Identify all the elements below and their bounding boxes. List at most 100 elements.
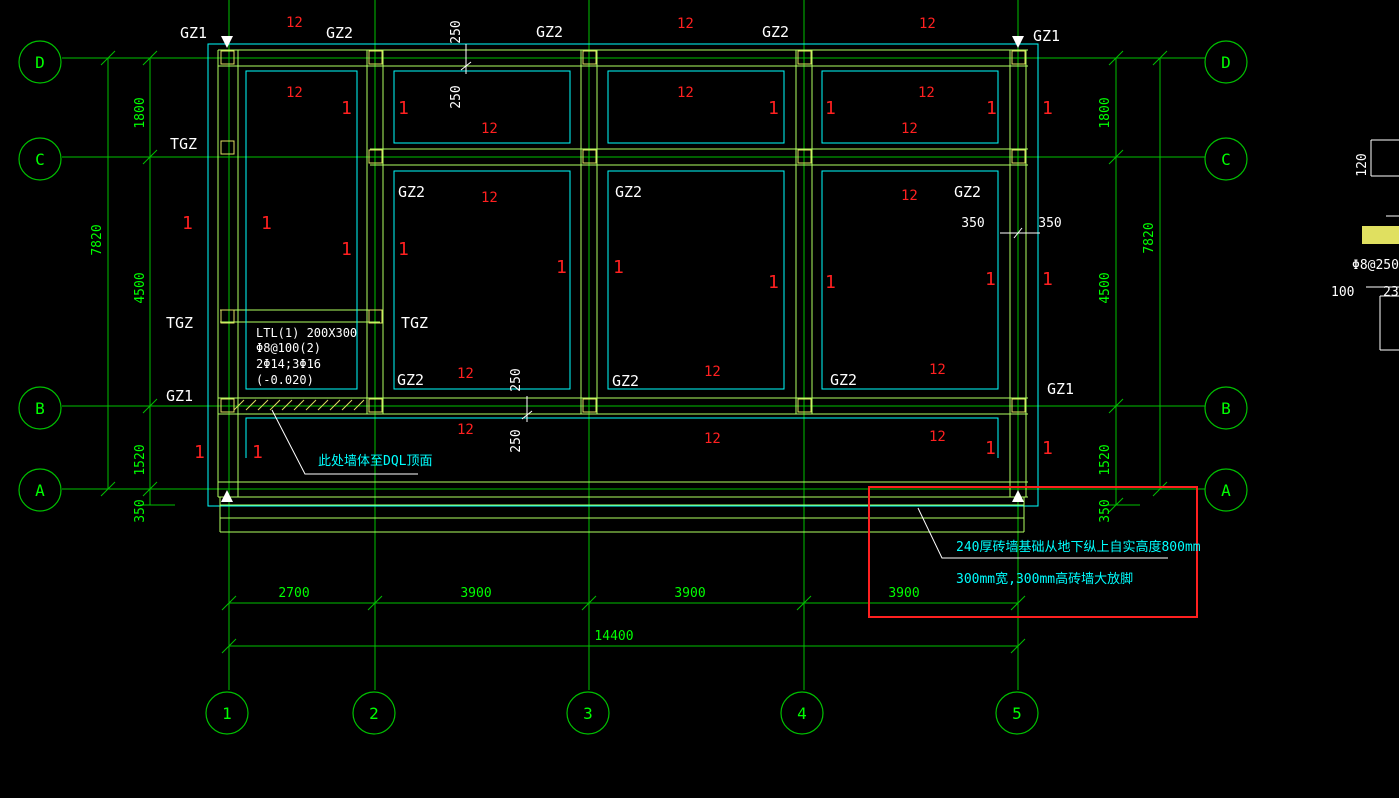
bay-dimension: 3900 (460, 586, 491, 601)
span-dimension: 1800 (1098, 97, 1113, 128)
column-label: GZ2 (536, 23, 563, 41)
axis-label-a: A (1221, 481, 1231, 500)
beam-type-label: 12 (929, 429, 946, 445)
column-label: TGZ (170, 135, 197, 153)
beam-type-label: 12 (919, 16, 936, 32)
section-detail (1366, 139, 1399, 351)
column-markers (220, 50, 1026, 413)
axis-label-b: B (35, 399, 45, 418)
wall-type-label: 1 (182, 213, 193, 234)
wall-type-label: 1 (398, 98, 409, 119)
wall-type-label: 1 (985, 438, 996, 459)
wall-type-label: 1 (1042, 98, 1053, 119)
beam-type-label: 12 (901, 188, 918, 204)
wall-type-label: 1 (768, 98, 779, 119)
ltl-note-line: (-0.020) (256, 373, 314, 387)
axis-label-a: A (35, 481, 45, 500)
axis-label-c: C (1221, 150, 1231, 169)
span-dimension: 1800 (133, 97, 148, 128)
room-openings (245, 70, 999, 458)
axis-label-4: 4 (797, 704, 807, 723)
wall-thickness-dimension: 350 (1038, 216, 1061, 231)
overall-dimension: 7820 (90, 224, 105, 255)
wall-type-labels: 1 1 1 1 1 1 1 1 1 1 1 1 1 1 1 1 1 1 1 1 (182, 98, 1053, 463)
ltl-note: LTL(1) 200X300 Φ8@100(2) 2Φ14;3Φ16 (-0.0… (256, 326, 357, 387)
wall-thickness-dimension: 250 (449, 20, 464, 43)
axis-label-d: D (1221, 53, 1231, 72)
column-label: GZ1 (166, 387, 193, 405)
section-dimension: 120 (1355, 153, 1370, 176)
column-label: TGZ (401, 314, 428, 332)
column-label: GZ2 (398, 183, 425, 201)
wall-type-label: 1 (613, 257, 624, 278)
span-dimension: 4500 (1098, 272, 1113, 303)
annotation-notes: 此处墙体至DQL顶面 240厚砖墙基础从地下纵上自实高度800mm 300mm宽… (318, 454, 1201, 587)
beam-type-label: 12 (457, 366, 474, 382)
beam-type-label: 12 (704, 364, 721, 380)
ltl-note-line: 2Φ14;3Φ16 (256, 357, 321, 371)
column-label: GZ2 (612, 372, 639, 390)
beam-type-label: 12 (457, 422, 474, 438)
axis-label-1: 1 (222, 704, 232, 723)
outer-walls (207, 43, 1039, 507)
axis-label-c: C (35, 150, 45, 169)
bay-dimension: 3900 (674, 586, 705, 601)
column-label: GZ2 (615, 183, 642, 201)
beam-type-label: 12 (677, 85, 694, 101)
beam-type-label: 12 (918, 85, 935, 101)
wall-type-label: 1 (1042, 438, 1053, 459)
wall-type-label: 1 (261, 213, 272, 234)
beam-type-labels: 12 12 12 12 12 12 12 12 12 12 12 12 12 1… (286, 15, 946, 447)
wall-type-label: 1 (825, 98, 836, 119)
wall-type-label: 1 (986, 98, 997, 119)
beam-type-label: 12 (481, 121, 498, 137)
column-label: GZ1 (180, 24, 207, 42)
total-dimension: 14400 (594, 629, 633, 644)
corner-arrows (221, 36, 1024, 502)
beam-bands (217, 49, 1028, 498)
arrow-marker-icon (221, 36, 233, 48)
beam-type-label: 12 (286, 85, 303, 101)
column-labels: GZ1 GZ2 GZ2 GZ2 GZ1 TGZ GZ2 GZ2 GZ2 TGZ … (166, 23, 1074, 405)
column-label: GZ2 (762, 23, 789, 41)
section-detail-text: Φ8@250 100 230 (1331, 258, 1399, 300)
leader-lines (271, 409, 1168, 559)
ltl-note-line: Φ8@100(2) (256, 341, 321, 355)
wall-type-label: 1 (341, 98, 352, 119)
column-label: GZ2 (397, 371, 424, 389)
wall-type-label: 1 (985, 269, 996, 290)
callout-box (868, 486, 1198, 618)
arrow-marker-icon (1012, 36, 1024, 48)
detail-dim-lines (460, 44, 1040, 422)
ltl-note-line: LTL(1) 200X300 (256, 326, 357, 340)
beam-type-label: 12 (929, 362, 946, 378)
column-label: GZ1 (1047, 380, 1074, 398)
column-label: GZ1 (1033, 27, 1060, 45)
wall-type-label: 1 (556, 257, 567, 278)
column-label: GZ2 (830, 371, 857, 389)
wall-type-label: 1 (398, 239, 409, 260)
wall-thickness-dimension: 350 (961, 216, 984, 231)
callout-note-line: 300mm宽,300mm高砖墙大放脚 (956, 571, 1133, 587)
wall-type-label: 1 (252, 442, 263, 463)
wall-type-label: 1 (825, 272, 836, 293)
overall-dimension: 7820 (1142, 222, 1157, 253)
wall-thickness-dimension: 250 (449, 85, 464, 108)
wall-thickness-dimension: 250 (509, 368, 524, 391)
arrow-marker-icon (1012, 490, 1024, 502)
callout-note-line: 240厚砖墙基础从地下纵上自实高度800mm (956, 539, 1201, 555)
beam-type-label: 12 (704, 431, 721, 447)
wall-type-label: 1 (768, 272, 779, 293)
wall-note: 此处墙体至DQL顶面 (318, 454, 432, 469)
vertical-dimensions: 7820 1800 4500 1520 350 1800 4500 1520 3… (90, 97, 1157, 522)
column-label: GZ2 (326, 24, 353, 42)
axis-label-2: 2 (369, 704, 379, 723)
beam-type-label: 12 (677, 16, 694, 32)
dimension-lines (100, 50, 1170, 654)
span-dimension: 1520 (1098, 444, 1113, 475)
column-label: TGZ (166, 314, 193, 332)
axis-label-5: 5 (1012, 704, 1022, 723)
hatched-wall (233, 399, 365, 411)
section-dimension: 230 (1383, 285, 1399, 300)
offset-dimension: 350 (1098, 499, 1113, 522)
